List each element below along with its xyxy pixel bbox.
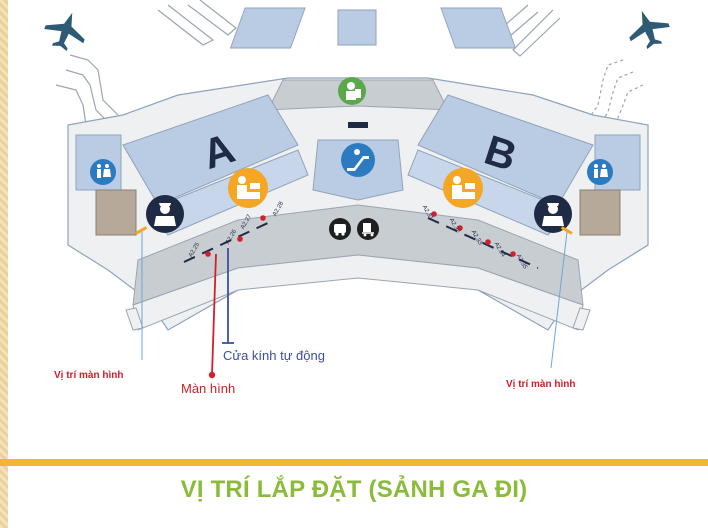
screen-marker-right (560, 226, 573, 235)
customs-officer-icon (146, 195, 184, 233)
restroom-icon (587, 159, 613, 185)
trolley-icon (357, 218, 379, 240)
customs-officer-icon (534, 195, 572, 233)
pier-a (75, 94, 309, 236)
central-marker (348, 122, 368, 128)
left-block (95, 189, 137, 236)
screen-position-left-label: Vị trí màn hình (54, 370, 123, 381)
customs-officer-icon (338, 77, 366, 105)
bus-icon (329, 218, 351, 240)
departure-hall (125, 204, 591, 331)
check-in-icon (228, 168, 268, 208)
escalator-icon (341, 143, 375, 177)
restroom-icon (90, 159, 116, 185)
auto-door-label: Cửa kính tự động (223, 348, 325, 363)
decorative-strip (0, 0, 8, 528)
right-block (579, 189, 621, 236)
check-in-icon (443, 168, 483, 208)
pier-b (407, 94, 641, 236)
screen-label: Màn hình (181, 381, 235, 396)
divider-bar (0, 459, 708, 466)
terminal-map: A B (8, 0, 708, 425)
screen-position-right-label: Vị trí màn hình (506, 379, 575, 390)
top-buildings (229, 7, 517, 49)
leader-lines (141, 231, 568, 379)
page-title: VỊ TRÍ LẮP ĐẶT (SẢNH GA ĐI) (180, 476, 528, 503)
screen-marker-left (135, 226, 148, 235)
